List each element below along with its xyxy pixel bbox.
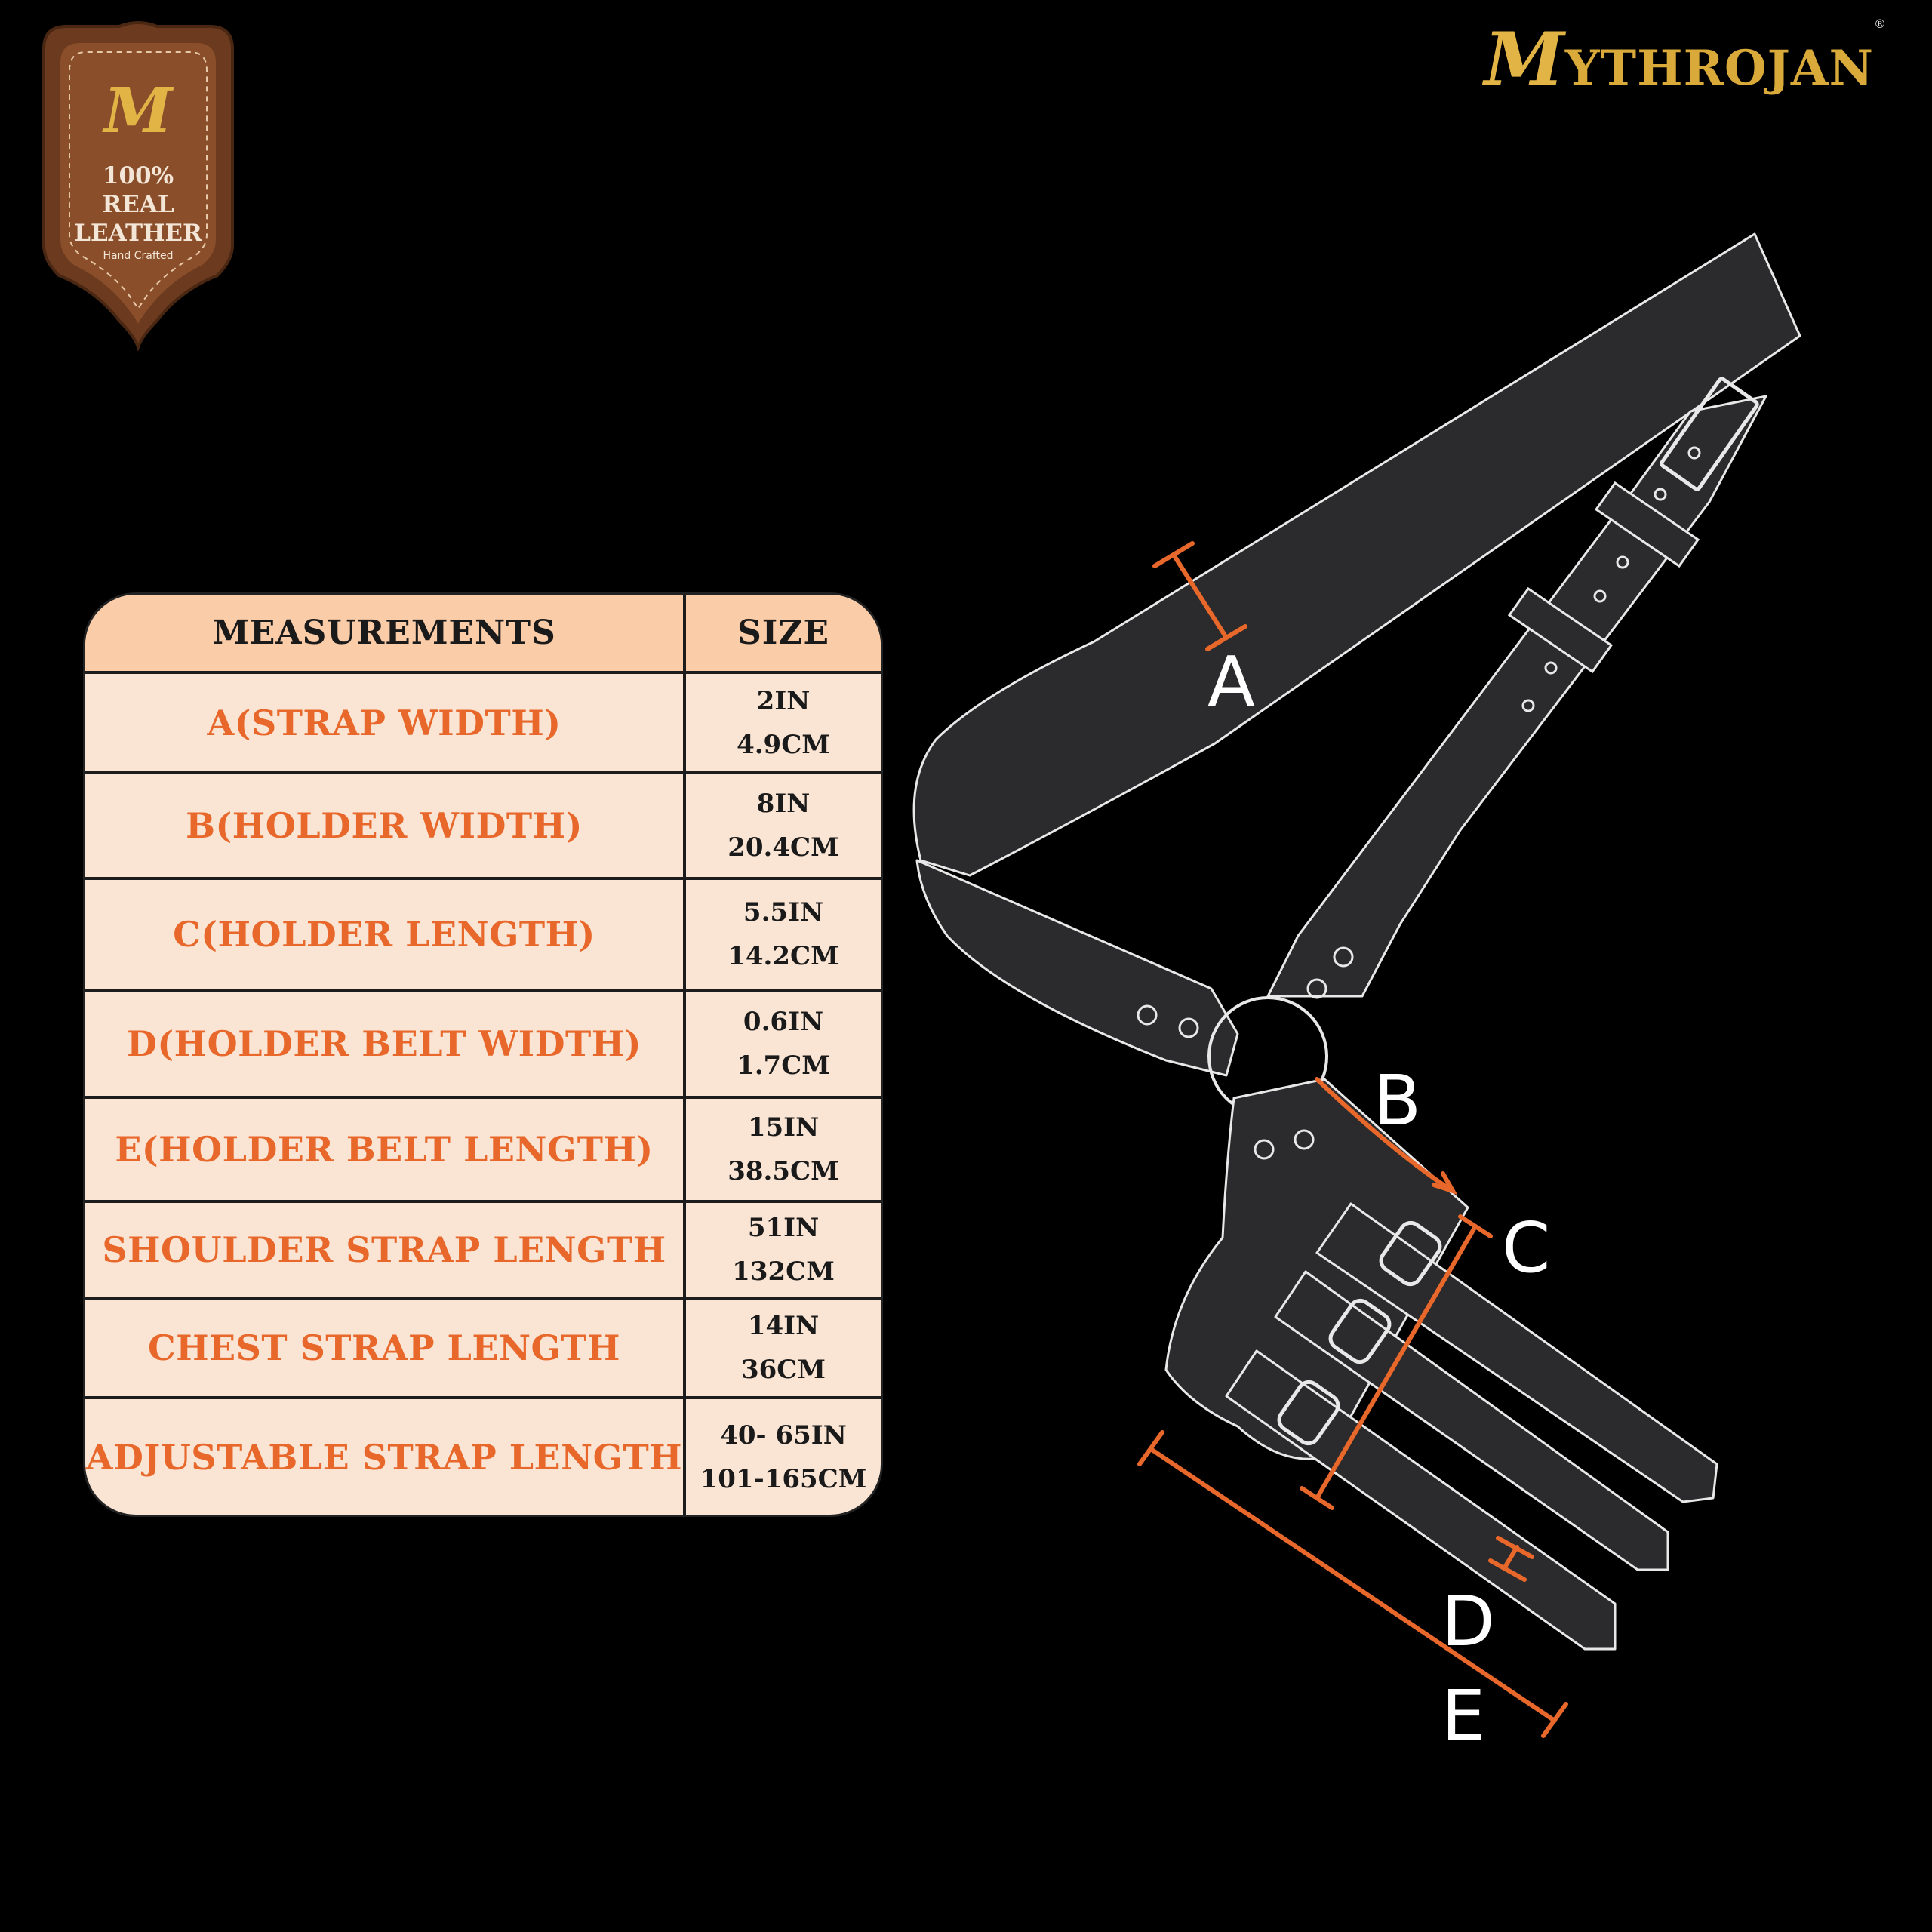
- holder-plate: [1164, 1078, 1469, 1460]
- table-row: A(STRAP WIDTH) 2IN 4.9CM: [85, 671, 881, 774]
- table-row: SHOULDER STRAP LENGTH 51IN 132CM: [85, 1200, 881, 1300]
- size-cm: 20.4CM: [728, 832, 839, 863]
- measurement-label: A(STRAP WIDTH): [85, 671, 686, 774]
- shoulder-strap: [912, 232, 1801, 877]
- size-cm: 38.5CM: [728, 1156, 839, 1186]
- leather-badge-icon: M: [42, 21, 234, 352]
- holder-belt-1: [1315, 1202, 1718, 1503]
- measurement-table: MEASUREMENTS SIZE A(STRAP WIDTH) 2IN 4.9C…: [83, 592, 883, 1517]
- size-inches: 51IN: [747, 1213, 820, 1243]
- size-inches: 0.6IN: [743, 1007, 824, 1037]
- rivet-holes: [1137, 446, 1701, 1160]
- real-leather-badge: M 100% REAL LEATHER Hand Crafted: [29, 19, 248, 352]
- measurement-size: 40- 65IN 101-165CM: [683, 1396, 881, 1515]
- brand-logo: MYTHROJAN®: [1484, 17, 1887, 102]
- keeper: [1507, 586, 1614, 674]
- table-row: C(HOLDER LENGTH) 5.5IN 14.2CM: [85, 877, 881, 992]
- belt-buckle-icon: [1277, 1380, 1340, 1446]
- measure-lines: [1137, 541, 1568, 1738]
- measurement-size: 14IN 36CM: [683, 1297, 881, 1399]
- table-row: ADJUSTABLE STRAP LENGTH 40- 65IN 101-165C…: [85, 1396, 881, 1515]
- badge-subtitle: Hand Crafted: [103, 250, 174, 262]
- size-inches: 15IN: [747, 1112, 820, 1143]
- holder-belt-2: [1274, 1270, 1669, 1571]
- size-inches: 8IN: [756, 789, 811, 819]
- measurement-label: D(HOLDER BELT WIDTH): [85, 989, 686, 1099]
- label-b: B: [1374, 1060, 1421, 1141]
- header-measurements: MEASUREMENTS: [85, 595, 686, 674]
- size-inches: 40- 65IN: [720, 1420, 847, 1451]
- label-c: C: [1502, 1208, 1550, 1288]
- badge-monogram: M: [102, 75, 174, 147]
- label-a: A: [1208, 641, 1255, 722]
- header-size: SIZE: [683, 595, 881, 674]
- keeper: [1594, 481, 1700, 568]
- holster-outline: [912, 232, 1801, 1651]
- label-e: E: [1441, 1675, 1485, 1756]
- table-row: CHEST STRAP LENGTH 14IN 36CM: [85, 1297, 881, 1399]
- table-row: B(HOLDER WIDTH) 8IN 20.4CM: [85, 771, 881, 880]
- measurement-label: SHOULDER STRAP LENGTH: [85, 1200, 686, 1300]
- size-inches: 2IN: [756, 685, 811, 716]
- size-inches: 5.5IN: [743, 897, 824, 928]
- measurement-label: C(HOLDER LENGTH): [85, 877, 686, 992]
- buckles: [1277, 377, 1759, 1446]
- main-buckle-icon: [1660, 377, 1759, 491]
- belt-buckle-icon: [1328, 1298, 1392, 1364]
- measurement-size: 51IN 132CM: [683, 1200, 881, 1300]
- size-cm: 132CM: [732, 1257, 835, 1287]
- brand-name: YTHROJAN: [1564, 40, 1874, 97]
- badge-line-leather: LEATHER: [74, 220, 202, 247]
- measurement-size: 2IN 4.9CM: [683, 671, 881, 774]
- measurement-size: 15IN 38.5CM: [683, 1096, 881, 1203]
- size-cm: 36CM: [740, 1355, 826, 1385]
- belt-buckle-icon: [1379, 1220, 1442, 1287]
- left-strap-end: [915, 859, 1239, 1077]
- registered-mark: ®: [1874, 17, 1887, 31]
- measurement-size: 0.6IN 1.7CM: [683, 989, 881, 1099]
- label-d: D: [1441, 1581, 1495, 1662]
- size-inches: 14IN: [747, 1311, 820, 1341]
- size-cm: 1.7CM: [737, 1051, 830, 1081]
- strap-keepers: [1507, 481, 1700, 674]
- size-table: MEASUREMENTS SIZE A(STRAP WIDTH) 2IN 4.9C…: [85, 595, 881, 1515]
- table-row: E(HOLDER BELT LENGTH) 15IN 38.5CM: [85, 1096, 881, 1203]
- measurement-label: E(HOLDER BELT LENGTH): [85, 1096, 686, 1203]
- size-cm: 4.9CM: [737, 729, 830, 760]
- measurement-size: 5.5IN 14.2CM: [683, 877, 881, 992]
- size-cm: 101-165CM: [700, 1463, 867, 1494]
- badge-percent: 100%: [102, 162, 174, 189]
- brand-first-letter: M: [1484, 17, 1565, 102]
- measurement-label: ADJUSTABLE STRAP LENGTH: [85, 1396, 686, 1515]
- table-header-row: MEASUREMENTS SIZE: [85, 595, 881, 674]
- measurement-label: CHEST STRAP LENGTH: [85, 1297, 686, 1399]
- size-cm: 14.2CM: [728, 941, 839, 971]
- measurement-size: 8IN 20.4CM: [683, 771, 881, 880]
- measurement-label: B(HOLDER WIDTH): [85, 771, 686, 880]
- badge-line-real: REAL: [102, 191, 174, 218]
- table-row: D(HOLDER BELT WIDTH) 0.6IN 1.7CM: [85, 989, 881, 1099]
